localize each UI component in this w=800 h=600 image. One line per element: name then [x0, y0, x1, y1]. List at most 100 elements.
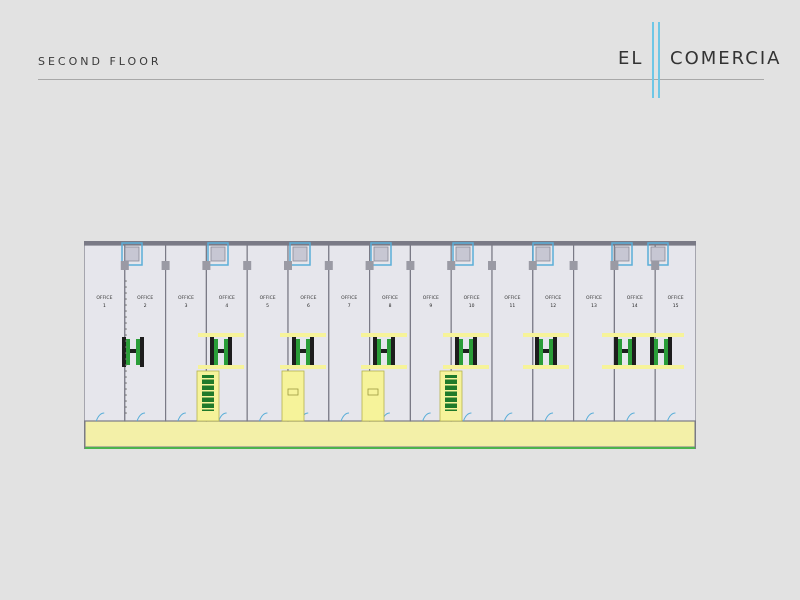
window-frame	[452, 242, 474, 266]
window-pane	[292, 246, 308, 262]
stair-block	[361, 370, 385, 422]
office-unit	[124, 244, 167, 422]
structural-column	[447, 261, 456, 270]
dotted-line-dot	[125, 400, 127, 402]
office-number: 12	[550, 303, 556, 309]
window-frame	[370, 242, 392, 266]
stair-step	[202, 396, 214, 398]
dotted-line-dot	[125, 376, 127, 378]
structural-column	[284, 261, 292, 270]
stair-core	[445, 375, 457, 411]
core-crossbar	[654, 349, 668, 353]
core-wall-right	[391, 337, 395, 367]
core-bottom-band	[198, 365, 244, 369]
core-wall-right	[553, 337, 557, 367]
door-swing	[136, 412, 146, 422]
office-number: 1	[103, 303, 106, 309]
dotted-line-dot	[125, 370, 127, 372]
logo-bar-right	[658, 22, 660, 98]
core-wall-left	[373, 337, 377, 367]
stair-step	[202, 408, 214, 410]
core-bottom-band	[638, 365, 684, 369]
office-number: 9	[429, 303, 432, 309]
core-bottom-band	[280, 365, 326, 369]
office-number: 15	[673, 303, 679, 309]
window-pane	[455, 246, 471, 262]
office-number: 13	[591, 303, 597, 309]
stair-step	[445, 408, 457, 410]
core-fixture-right	[224, 339, 228, 365]
core-top-band	[443, 333, 489, 337]
core-top-band	[602, 333, 648, 337]
core-wall-left	[122, 337, 126, 367]
header-divider	[38, 79, 764, 80]
office-label: OFFICE	[586, 295, 602, 301]
office-number: 6	[307, 303, 310, 309]
dotted-line-dot	[125, 412, 127, 414]
core-wall-right	[668, 337, 672, 367]
dotted-line-dot	[125, 382, 127, 384]
core-crossbar	[214, 349, 228, 353]
core-crossbar	[126, 349, 140, 353]
stair-core	[202, 375, 214, 411]
core-fixture-right	[469, 339, 473, 365]
window-frame	[207, 242, 229, 266]
core-bottom-band	[361, 365, 407, 369]
core-fixture-left	[377, 339, 381, 365]
office-label: OFFICE	[260, 295, 276, 301]
office-label: OFFICE	[382, 295, 398, 301]
dotted-line-dot	[125, 328, 127, 330]
door-swing	[340, 412, 350, 422]
core-wall-right	[228, 337, 232, 367]
structural-column	[610, 261, 619, 270]
core-fixture-left	[126, 339, 130, 365]
core-crossbar	[296, 349, 310, 353]
dotted-line-dot	[125, 394, 127, 396]
office-label: OFFICE	[219, 295, 235, 301]
window-pane	[373, 246, 389, 262]
stair-step	[445, 378, 457, 380]
dotted-line-dot	[125, 310, 127, 312]
core-fixture-right	[387, 339, 391, 365]
office-number: 7	[348, 303, 351, 309]
structural-column	[488, 261, 496, 270]
office-label: OFFICE	[178, 295, 194, 301]
dotted-line-dot	[125, 298, 127, 300]
structural-column	[569, 261, 578, 270]
stair-step	[445, 402, 457, 404]
core-fixture-left	[654, 339, 658, 365]
core-bottom-band	[443, 365, 489, 369]
office-number: 3	[185, 303, 188, 309]
structural-column	[161, 261, 170, 270]
core-top-band	[638, 333, 684, 337]
window-pane	[614, 246, 630, 262]
office-label: OFFICE	[504, 295, 520, 301]
office-number: 14	[632, 303, 638, 309]
core-wall-right	[632, 337, 636, 367]
office-label: OFFICE	[668, 295, 684, 301]
core-top-band	[198, 333, 244, 337]
stair-marker	[287, 388, 299, 396]
core-top-band	[523, 333, 569, 337]
core-top-band	[361, 333, 407, 337]
stair-step	[445, 390, 457, 392]
office-number: 10	[469, 303, 475, 309]
door-swing	[177, 412, 186, 422]
window-pane	[210, 246, 226, 262]
window-frame	[289, 242, 311, 266]
dotted-line-dot	[125, 280, 127, 282]
door-swing	[95, 412, 105, 422]
office-number: 11	[510, 303, 516, 309]
office-number: 2	[144, 303, 147, 309]
dotted-line-dot	[125, 286, 127, 288]
core-crossbar	[377, 349, 391, 353]
dotted-line-dot	[125, 346, 127, 348]
office-number: 4	[225, 303, 228, 309]
core-bottom-band	[523, 365, 569, 369]
dotted-line-dot	[125, 358, 127, 360]
structural-column	[651, 261, 660, 270]
office-label: OFFICE	[137, 295, 153, 301]
core-top-band	[280, 333, 326, 337]
dotted-line-dot	[125, 352, 127, 354]
dotted-line-dot	[125, 406, 127, 408]
